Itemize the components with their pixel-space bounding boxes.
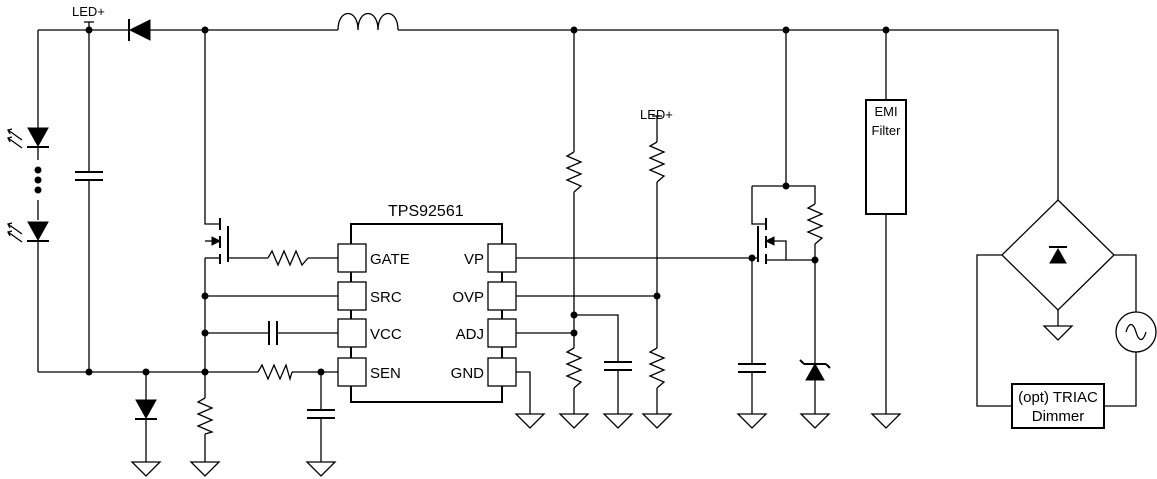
junction-dot — [570, 329, 578, 337]
pin-label-src: SRC — [370, 289, 402, 306]
ground-symbol — [514, 413, 546, 429]
adj-divider-bottom-resistor — [565, 347, 583, 389]
ovp-divider-bottom-resistor — [648, 347, 666, 389]
ground-symbols — [130, 325, 1074, 477]
pin-vp-box — [487, 243, 517, 273]
ground-symbol — [870, 413, 902, 429]
sense-resistor — [196, 397, 214, 435]
ground-symbol — [305, 461, 337, 477]
inductor — [337, 12, 399, 31]
junction-dot — [201, 329, 209, 337]
ground-symbol — [558, 413, 590, 429]
junction-dot — [811, 256, 819, 264]
vp-capacitor — [738, 363, 766, 373]
junction-dot — [85, 368, 93, 376]
junction-dot — [85, 26, 93, 34]
led-2 — [7, 221, 49, 243]
pin-vcc-box — [337, 318, 367, 348]
emi-filter: EMI Filter — [865, 99, 907, 215]
pin-label-sen: SEN — [370, 365, 401, 382]
pin-gnd-box — [487, 357, 517, 387]
output-capacitor — [75, 171, 103, 181]
wires — [37, 22, 1137, 462]
pin-label-vp: VP — [464, 251, 484, 268]
ground-symbol — [1042, 325, 1074, 341]
pin-src-box — [337, 281, 367, 311]
led-plus-top-label: LED+ — [72, 4, 105, 19]
emi-filter-label-2: Filter — [872, 123, 902, 138]
pin-sen-box — [337, 357, 367, 387]
junction-dot — [570, 311, 578, 319]
pin-ovp-box — [487, 281, 517, 311]
vcc-capacitor — [264, 321, 282, 345]
led-plus-mid: LED+ — [640, 107, 673, 122]
junction-dot — [201, 26, 209, 34]
junction-dot — [782, 26, 790, 34]
sense-input-resistor — [257, 363, 293, 382]
junction-dot — [570, 26, 578, 34]
ground-symbol — [130, 461, 162, 477]
ac-source — [1115, 311, 1157, 353]
triac-dimmer: (opt) TRIAC Dimmer — [1011, 383, 1105, 429]
freewheel-diode — [135, 399, 157, 420]
led-1 — [7, 127, 49, 149]
ground-symbol — [641, 413, 673, 429]
junction-dot — [882, 26, 890, 34]
sense-capacitor — [307, 409, 335, 419]
led-plus-mid-label: LED+ — [640, 107, 673, 122]
adj-divider-top-resistor — [565, 151, 583, 193]
pin-label-gnd: GND — [451, 365, 485, 382]
vp-bias-resistor — [806, 203, 824, 245]
junction-dot — [142, 368, 150, 376]
emi-filter-label-1: EMI — [874, 104, 897, 119]
junction-dot — [782, 182, 790, 190]
pin-label-vcc: VCC — [370, 326, 402, 343]
pin-label-ovp: OVP — [452, 289, 484, 306]
vp-mosfet — [752, 218, 787, 264]
junctions — [85, 26, 890, 376]
zener-diode — [799, 359, 831, 381]
ground-symbol — [602, 413, 634, 429]
bridge-rectifier — [1001, 199, 1115, 311]
led-plus-top: LED+ — [72, 4, 105, 23]
tps92561-chip: TPS92561 GATE SRC VCC SEN VP OVP ADJ GND — [337, 203, 517, 403]
chip-name: TPS92561 — [388, 203, 464, 220]
ground-symbol — [736, 413, 768, 429]
pin-gate-box — [337, 243, 367, 273]
series-diode — [128, 19, 151, 41]
junction-dot — [201, 292, 209, 300]
pin-label-adj: ADJ — [456, 326, 484, 343]
main-mosfet — [205, 218, 229, 264]
ground-symbol — [189, 461, 221, 477]
gate-resistor — [267, 249, 309, 267]
pin-label-gate: GATE — [370, 251, 410, 268]
ovp-divider-top-resistor — [648, 141, 666, 183]
junction-dot — [653, 292, 661, 300]
led-string — [7, 127, 49, 243]
junction-dot — [201, 368, 209, 376]
adj-capacitor — [604, 361, 632, 371]
junction-dot — [317, 368, 325, 376]
triac-label-2: Dimmer — [1032, 408, 1085, 425]
ground-symbol — [799, 413, 831, 429]
led-continuation-dots — [34, 166, 42, 194]
triac-label-1: (opt) TRIAC — [1018, 389, 1098, 406]
pin-adj-box — [487, 318, 517, 348]
